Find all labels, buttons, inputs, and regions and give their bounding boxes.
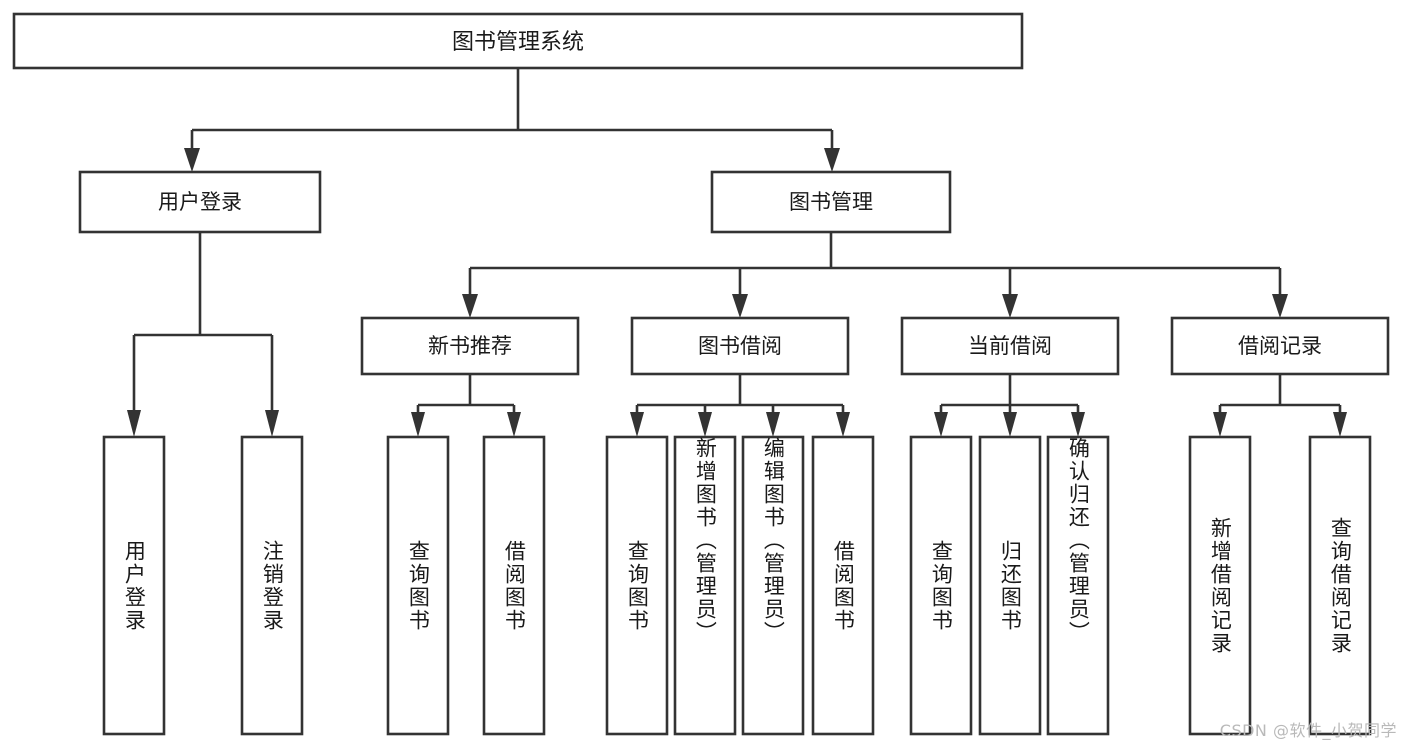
arrow-br-leaf-1 [1213,412,1227,437]
node-leaf-user-login-1-box[interactable] [102,435,166,736]
arrow-bm-to-book-borrow [732,294,748,318]
node-current-borrow-label: 当前借阅 [968,334,1052,358]
arrow-root-to-book-manage [824,148,840,172]
connector-layer [127,68,1347,437]
node-leaf-borrow-3-box[interactable] [741,435,805,736]
node-root-label: 图书管理系统 [452,30,584,55]
node-book-manage-label: 图书管理 [789,190,873,214]
arrow-bm-to-new-book-rec [462,294,478,318]
node-leaf-new-book-2-box[interactable] [482,435,546,736]
arrow-cb-leaf-3 [1071,412,1085,437]
arrow-bm-to-borrow-record [1272,294,1288,318]
node-user-login-box[interactable] [78,170,322,234]
node-leaf-borrow-2-box[interactable] [673,435,737,736]
arrow-user-login-leaf-1 [127,410,141,437]
node-leaf-current-3-box[interactable] [1046,435,1110,736]
node-layer: 图书管理系统 用户登录 图书管理 新书推荐 图书借阅 当前借阅 借阅记录 [12,12,1390,736]
arrow-root-to-user-login [184,148,200,172]
arrow-nbr-leaf-2 [507,412,521,437]
node-new-book-rec-box[interactable] [360,316,580,376]
arrow-br-leaf-2 [1333,412,1347,437]
arrow-user-login-leaf-2 [265,410,279,437]
node-borrow-record-box[interactable] [1170,316,1390,376]
node-leaf-new-book-1-box[interactable] [386,435,450,736]
node-leaf-current-1-box[interactable] [909,435,973,736]
node-current-borrow-box[interactable] [900,316,1120,376]
arrow-nbr-leaf-1 [411,412,425,437]
node-leaf-borrow-1-box[interactable] [605,435,669,736]
node-leaf-record-1-box[interactable] [1188,435,1252,736]
arrow-cb-leaf-2 [1003,412,1017,437]
node-user-login-label: 用户登录 [158,190,242,214]
node-book-borrow-label: 图书借阅 [698,334,782,358]
arrow-cb-leaf-1 [934,412,948,437]
node-leaf-user-login-2-box[interactable] [240,435,304,736]
node-leaf-borrow-4-box[interactable] [811,435,875,736]
arrow-bb-leaf-4 [836,412,850,437]
node-book-manage-box[interactable] [710,170,952,234]
node-book-borrow-box[interactable] [630,316,850,376]
csdn-watermark: CSDN @软件_小贺同学 [1219,721,1397,740]
node-leaf-current-2-box[interactable] [978,435,1042,736]
arrow-bm-to-current-borrow [1002,294,1018,318]
node-new-book-rec-label: 新书推荐 [428,334,512,358]
node-borrow-record-label: 借阅记录 [1238,334,1322,358]
node-leaf-record-2-box[interactable] [1308,435,1372,736]
arrow-bb-leaf-1 [630,412,644,437]
arrow-bb-leaf-3 [766,412,780,437]
node-root-box[interactable] [12,12,1024,70]
arrow-bb-leaf-2 [698,412,712,437]
